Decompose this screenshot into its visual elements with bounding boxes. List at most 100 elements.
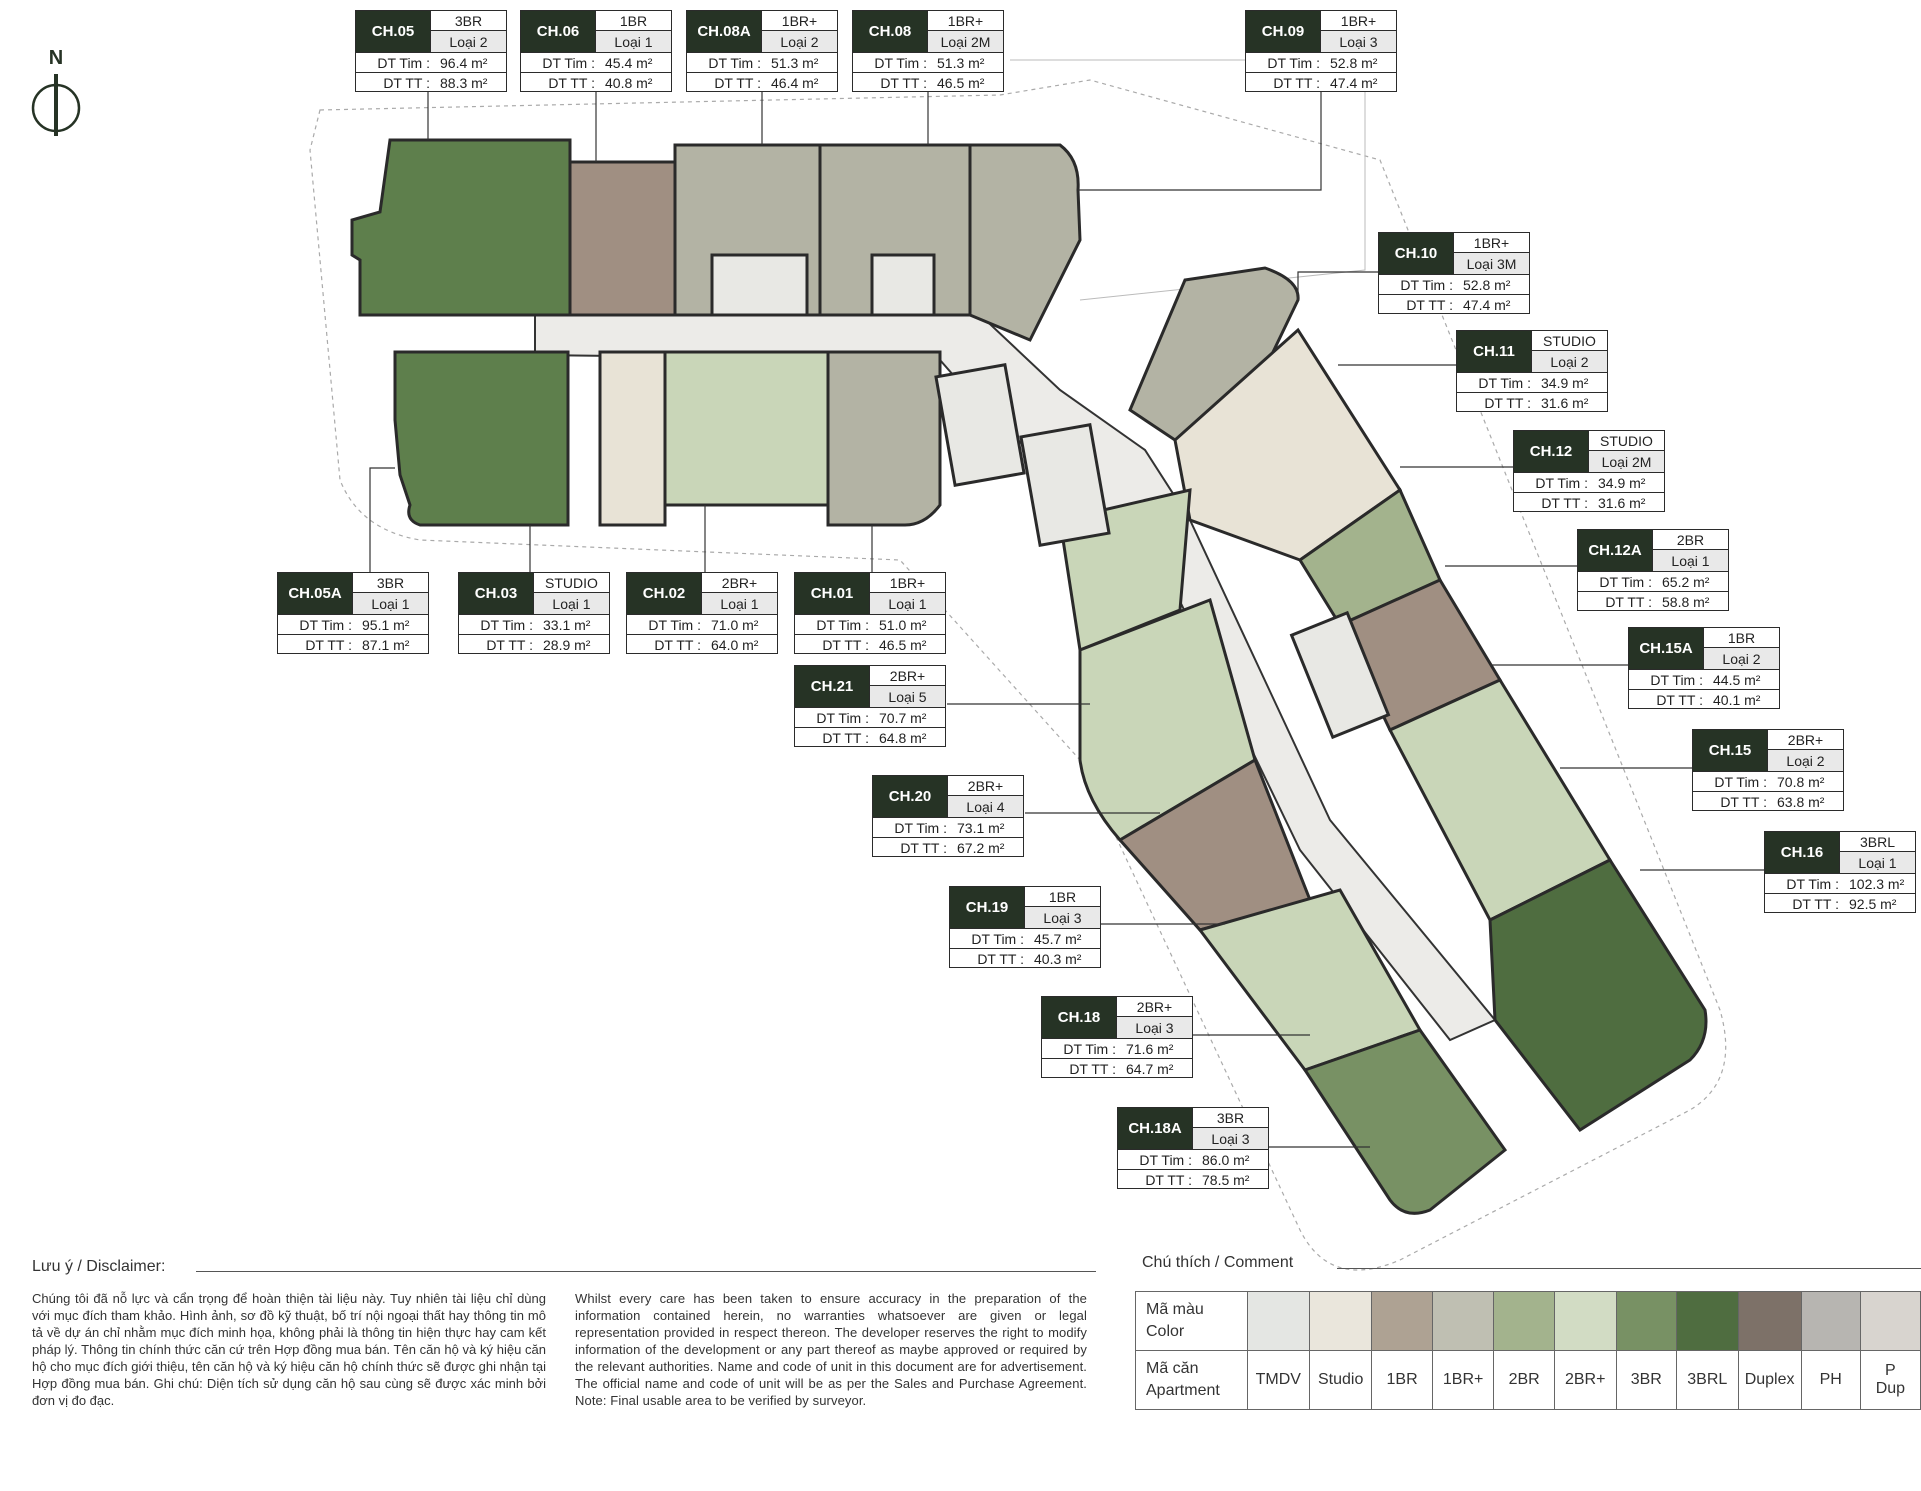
unit-variant: Loại 3 — [1320, 31, 1396, 52]
net-area-row: DT TT :46.4 m² — [687, 72, 837, 92]
unit-ch18a[interactable] — [1302, 1028, 1508, 1215]
gross-area-row: DT Tim :65.2 m² — [1578, 571, 1728, 591]
gross-area-label: DT Tim : — [1478, 375, 1531, 391]
net-area-label: DT TT : — [822, 637, 869, 653]
unit-ch02[interactable] — [663, 350, 830, 507]
gross-area-row: DT Tim :51.3 m² — [687, 52, 837, 72]
unit-type: 2BR — [1652, 530, 1728, 550]
unit-ch05a[interactable] — [393, 350, 570, 527]
gross-area-label: DT Tim : — [894, 820, 947, 836]
net-area-row: DT TT :78.5 m² — [1118, 1169, 1268, 1189]
net-area-row: DT TT :31.6 m² — [1514, 492, 1664, 512]
unit-variant: Loại 1 — [1839, 852, 1915, 873]
net-area-label: DT TT : — [1484, 395, 1531, 411]
gross-area-value: 45.7 m² — [1034, 931, 1082, 947]
unit-ch11-12[interactable] — [1173, 327, 1403, 562]
unit-code: CH.09 — [1246, 11, 1320, 52]
unit-type: 1BR+ — [927, 11, 1003, 31]
gross-area-value: 34.9 m² — [1598, 475, 1646, 491]
unit-type: 1BR+ — [1453, 233, 1529, 253]
gross-area-label: DT Tim : — [299, 617, 352, 633]
gross-area-row: DT Tim :45.4 m² — [521, 52, 671, 72]
stair-core-top — [710, 253, 809, 317]
unit-type: STUDIO — [1531, 331, 1607, 351]
gross-area-value: 86.0 m² — [1202, 1152, 1250, 1168]
unit-ch05[interactable] — [350, 138, 572, 317]
legend-label: 2BR+ — [1553, 1350, 1617, 1410]
unit-variant: Loại 3 — [1192, 1128, 1268, 1149]
unit-code: CH.01 — [795, 573, 869, 614]
net-area-row: DT TT :64.0 m² — [627, 634, 777, 654]
stair-core-east — [1289, 610, 1391, 740]
net-area-label: DT TT : — [900, 840, 947, 856]
unit-ch09[interactable] — [968, 143, 1082, 342]
net-area-label: DT TT : — [1792, 896, 1839, 912]
unit-type: STUDIO — [1588, 431, 1664, 451]
gross-area-value: 95.1 m² — [362, 617, 410, 633]
unit-type: 3BR — [430, 11, 506, 31]
lift-core-mid-2 — [1019, 423, 1111, 547]
net-area-label: DT TT : — [486, 637, 533, 653]
net-area-label: DT TT : — [977, 951, 1024, 967]
unit-type: 1BR+ — [761, 11, 837, 31]
unit-type: 1BR — [1703, 628, 1779, 648]
unit-ch01[interactable] — [826, 350, 942, 527]
legend-swatch — [1859, 1291, 1921, 1351]
legend-title: Chú thích / Comment — [1142, 1254, 1294, 1271]
gross-area-row: DT Tim :86.0 m² — [1118, 1149, 1268, 1169]
net-area-row: DT TT :40.8 m² — [521, 72, 671, 92]
unit-code: CH.11 — [1457, 331, 1531, 372]
lift-core-top — [870, 253, 936, 317]
unit-variant: Loại 1 — [701, 593, 777, 614]
unit-variant: Loại 3 — [1024, 907, 1100, 928]
unit-type: 2BR+ — [1116, 997, 1192, 1017]
unit-ch03[interactable] — [598, 350, 667, 527]
net-area-value: 46.4 m² — [771, 75, 819, 91]
unit-code: CH.21 — [795, 666, 869, 707]
unit-ch16[interactable] — [1488, 858, 1708, 1133]
disclaimer-english: Whilst every care has been taken to ensu… — [575, 1291, 1087, 1408]
gross-area-row: DT Tim : 34.9 m² — [1457, 372, 1607, 392]
net-area-row: DT TT :87.1 m² — [278, 634, 428, 654]
unit-code: CH.19 — [950, 887, 1024, 928]
net-area-label: DT TT : — [822, 730, 869, 746]
legend-swatch — [1493, 1291, 1555, 1351]
gross-area-row: DT Tim :45.7 m² — [950, 928, 1100, 948]
gross-area-row: DT Tim :96.4 m² — [356, 52, 506, 72]
unit-code: CH.08 — [853, 11, 927, 52]
gross-area-value: 34.9 m² — [1541, 375, 1589, 391]
unit-ch06[interactable] — [568, 160, 677, 317]
legend-label: 3BR — [1615, 1350, 1677, 1410]
unit-variant: Loại 1 — [533, 593, 609, 614]
net-area-label: DT TT : — [1069, 1061, 1116, 1077]
net-area-value: 28.9 m² — [543, 637, 591, 653]
gross-area-value: 96.4 m² — [440, 55, 488, 71]
net-area-row: DT TT :46.5 m² — [795, 634, 945, 654]
unit-variant: Loại 3M — [1453, 253, 1529, 274]
legend-swatch — [1371, 1291, 1433, 1351]
unit-variant: Loại 2 — [1767, 750, 1843, 771]
